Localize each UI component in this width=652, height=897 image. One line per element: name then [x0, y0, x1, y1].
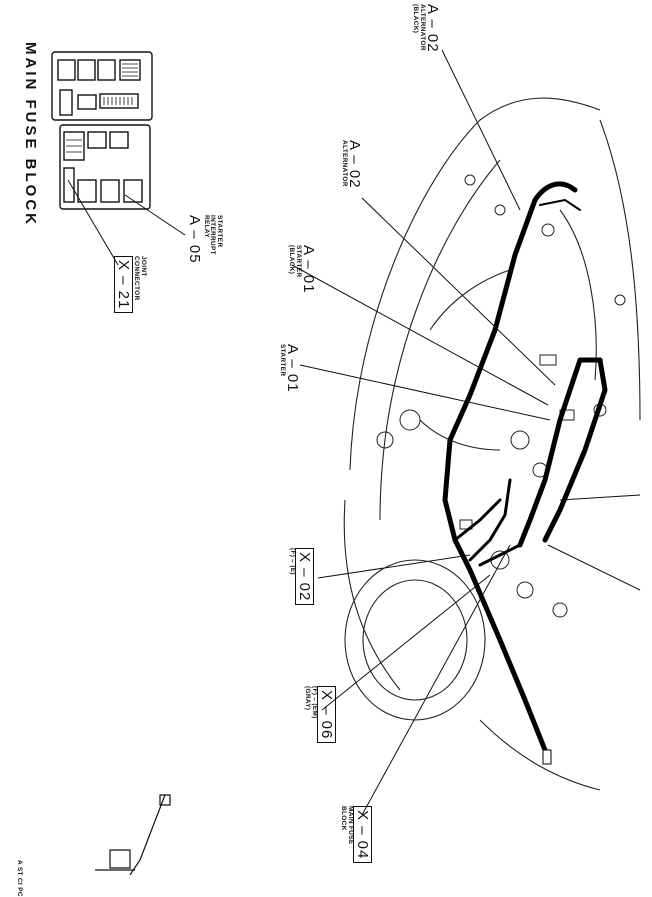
page-title: MAIN FUSE BLOCK	[22, 42, 39, 227]
callout-line: JOINT	[140, 256, 147, 277]
connector-code: A – 01	[284, 344, 301, 393]
callout-line: CONNECTOR	[133, 256, 141, 301]
callout-line: (BLACK)	[288, 245, 296, 275]
connector-code: X – 21	[114, 256, 133, 314]
callout-a02-alternator: A – 02 ALTERNATOR	[341, 140, 363, 189]
connector-code: A – 05	[186, 215, 204, 264]
connector-code: X – 04	[353, 806, 372, 864]
callout-line: STARTER	[216, 215, 223, 248]
edge-text: PC	[16, 887, 23, 897]
main-wire-harness	[442, 181, 608, 753]
bracket-fragment	[95, 794, 171, 875]
engine-components	[376, 174, 626, 618]
connector-code: A – 02	[346, 140, 363, 189]
callout-a01-starter: A – 01 STARTER	[279, 344, 301, 393]
connector-code: A – 01	[300, 245, 317, 294]
callout-a02-alternator-black: A – 02 ALTERNATOR (BLACK)	[412, 4, 442, 53]
callout-leader-lines	[67, 49, 641, 816]
fuse-block-drawing	[51, 51, 153, 210]
edge-text-fragment: A ST CI PC	[16, 860, 23, 897]
wiring-diagram-page: MAIN FUSE BLOCK A – 02 ALTERNATOR (BLACK…	[16, 4, 641, 897]
callout-line: ALTERNATOR	[419, 4, 426, 51]
edge-text: CI	[16, 877, 23, 885]
vehicle-body-outline	[343, 97, 641, 791]
callout-x04-main-fuse-block: X – 04 MAIN FUSE BLOCK	[340, 806, 372, 864]
connector-code: X – 02	[295, 548, 314, 606]
callout-x02: X – 02 (F) – (E)	[289, 548, 314, 606]
connector-code: A – 02	[424, 4, 441, 53]
edge-text: ST	[16, 866, 23, 876]
callout-a01-starter-black: A – 01 STARTER (BLACK)	[288, 245, 318, 294]
edge-text: A	[16, 860, 23, 865]
connector-code: X – 06	[317, 686, 336, 744]
engine-harness-illustration	[51, 49, 641, 875]
callout-x21-joint-connector: JOINT CONNECTOR X – 21	[114, 256, 147, 314]
callout-a05-starter-interrupt-relay: STARTER INTERRUPT RELAY A – 05	[186, 215, 224, 264]
callout-x06: X – 06 (F) – (EM) (GRAY)	[304, 686, 336, 744]
callout-line: ALTERNATOR	[341, 140, 348, 187]
